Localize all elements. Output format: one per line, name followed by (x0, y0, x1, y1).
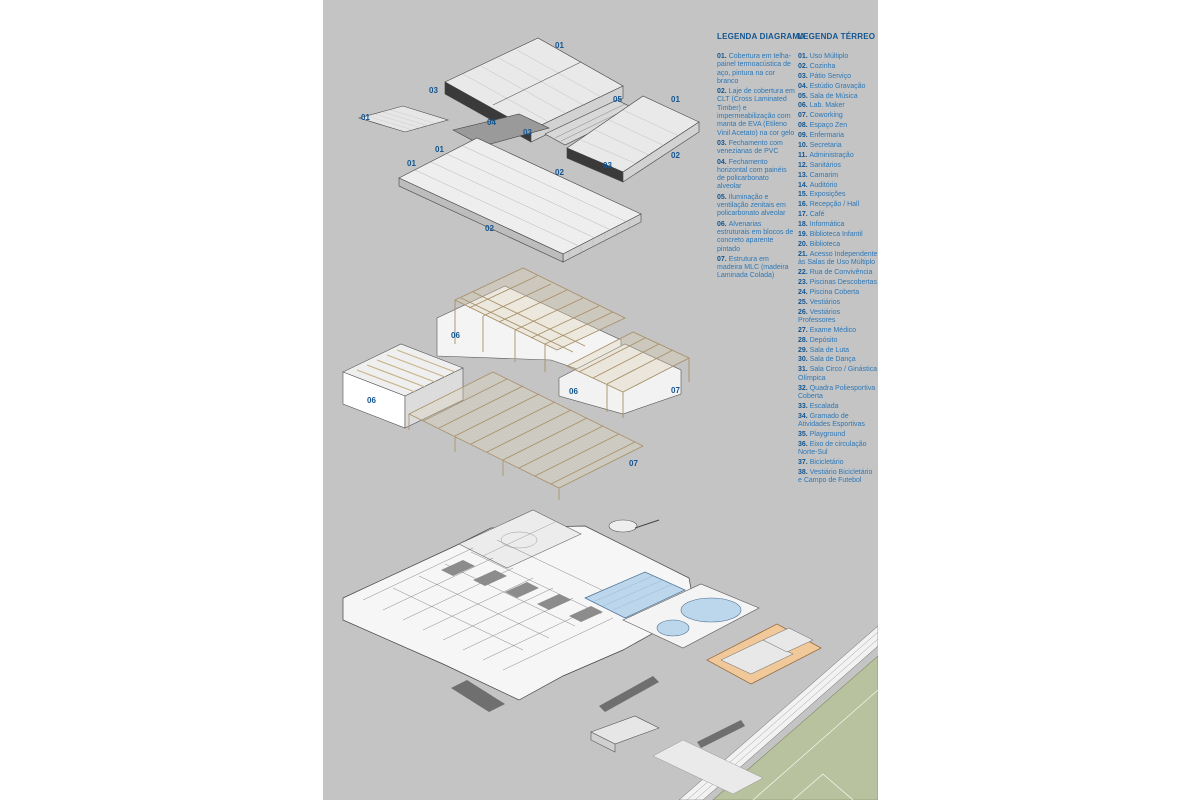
legend-terreo-item: 11.Administração (798, 151, 854, 159)
mlc-timber-frame-upper (453, 267, 627, 372)
legend-terreo-item: 13.Camarim (798, 171, 839, 179)
legend-diagram-item: 02.Laje de cobertura em CLT (Cross Lamin… (717, 88, 795, 137)
legend-terreo-item: 10.Secretaria (798, 142, 842, 150)
legend-terreo-item: 21.Acesso Independente às Salas de Uso M… (798, 250, 878, 267)
legend-terreo-item: 35.Playground (798, 430, 846, 438)
legend-diagram-item: 03.Fechamento com venezianas de PVC (717, 139, 783, 156)
legend-terreo-item: 06.Lab. Maker (798, 102, 845, 110)
legend-terreo-item: 20.Biblioteca (798, 240, 841, 248)
roof-clt-slab-side (398, 177, 564, 263)
legend-terreo-item: 36.Eixo de circulação Norte-Sul (798, 440, 867, 456)
callout-03-center: 03 (523, 128, 532, 137)
outdoor-pool-small (656, 619, 690, 637)
legend-terreo-item: 03.Pátio Serviço (798, 72, 851, 80)
masonry-box-left-side (404, 367, 464, 429)
legend-terreo-item: 16.Recepção / Hall (798, 201, 860, 209)
legend-terreo-item: 04.Estúdio Gravação (798, 82, 866, 90)
legend-terreo-item: 29.Sala de Luta (798, 346, 850, 354)
legend-terreo-item: 08.Espaço Zen (798, 122, 848, 130)
callout-04-policarbonato: 04 (487, 118, 496, 127)
ground-floor-layer (342, 509, 878, 800)
legend-diagram-item: 01.Cobertura em telha-painel termoacústi… (717, 53, 791, 85)
legend-terreo-item: 25.Vestiários (798, 298, 841, 306)
legend-terreo-item: 31.Sala Circo / Ginástica Olímpica (798, 366, 878, 382)
legend-diagram-item: 07.Estrutura em madeira MLC (madeira Lam… (717, 255, 789, 280)
legend-terreo-item: 09.Enfermaria (798, 132, 844, 140)
legend-terreo-item: 32.Quadra Poliesportiva Coberta (798, 384, 876, 400)
legend-terreo-list: 01.Uso Múltiplo 02.Cozinha 03.Pátio Serv… (798, 53, 878, 485)
outdoor-pool-large (680, 597, 742, 623)
legend-terreo-item: 30.Sala de Dança (798, 356, 856, 364)
legend-terreo-item: 24.Piscina Coberta (798, 288, 860, 296)
legend-terreo-item: 14.Auditório (798, 181, 838, 189)
callout-02-slab-low: 02 (485, 224, 494, 233)
legend-diagram-item: 05.Iluminação e ventilação zenitais em p… (717, 193, 786, 218)
bike-locker-building-front (590, 731, 616, 753)
callout-01-roof-right: 01 (671, 95, 680, 104)
legend-terreo-item: 05.Sala de Música (798, 92, 858, 100)
legend-diagram-list: 01.Cobertura em telha-painel termoacústi… (717, 53, 795, 281)
legend-terreo-item: 12.Sanitários (798, 161, 841, 169)
legend-terreo-item: 02.Cozinha (798, 62, 836, 70)
roof-block-right-front (622, 121, 700, 183)
legend-terreo-item: 26.Vestiários Professores (798, 308, 841, 324)
callout-07-frame-right: 07 (671, 386, 680, 395)
legend-terreo-item: 28.Depósito (798, 336, 838, 344)
callout-06-wall-right: 06 (569, 387, 578, 396)
football-field (712, 655, 878, 800)
legend-terreo-title: LEGENDA TÉRREO (798, 32, 876, 41)
callout-05-skylight: 05 (613, 95, 622, 104)
roof-block-left-front (530, 85, 624, 143)
drawing-sheet: 01 03 01 05 01 04 03 01 02 01 03 02 02 0… (323, 0, 878, 800)
mlc-timber-grid-lower (408, 371, 644, 500)
callout-06-wall-upper: 06 (451, 331, 460, 340)
callout-02-slab-mid: 02 (555, 168, 564, 177)
roof-slab-small (357, 105, 450, 133)
legend-terreo-item: 34.Gramado de Atividades Esportivas (798, 412, 865, 428)
legend-terreo-item: 23.Piscinas Descobertas (798, 278, 878, 286)
callout-01-slab-left: 01 (435, 145, 444, 154)
legend-terreo-item: 37.Bicicletário (798, 458, 844, 466)
covered-pool (584, 571, 686, 619)
callout-01-roof-left: 01 (555, 41, 564, 50)
callout-03-roof-left: 03 (429, 86, 438, 95)
exploded-axonometric-drawing: 01 03 01 05 01 04 03 01 02 01 03 02 02 0… (342, 37, 878, 800)
legend-diagram-title: LEGENDA DIAGRAMA (717, 32, 806, 41)
callout-03-roof-right: 03 (603, 161, 612, 170)
mlc-timber-frame-right (565, 331, 691, 418)
legend-terreo-item: 33.Escalada (798, 402, 839, 410)
structure-layer (342, 267, 691, 500)
callout-07-grid-lower: 07 (629, 459, 638, 468)
legend-terreo-item: 38.Vestiário Bicicletário e Campo de Fut… (798, 468, 873, 485)
legend-terreo-item: 01.Uso Múltiplo (798, 53, 849, 60)
legend-terreo-item: 15.Exposições (798, 191, 846, 199)
callout-06-box-left: 06 (367, 396, 376, 405)
legend-diagram: LEGENDA DIAGRAMA 01.Cobertura em telha-p… (717, 32, 806, 283)
legend-terreo-item: 27.Exame Médico (798, 326, 857, 334)
circular-water-tank (608, 519, 638, 533)
legend-terreo-item: 19.Biblioteca Infantil (798, 231, 863, 239)
legend-terreo-item: 17.Café (798, 211, 825, 219)
legend-terreo: LEGENDA TÉRREO 01.Uso Múltiplo 02.Cozinh… (798, 32, 878, 487)
legend-diagram-item: 06.Alvenarias estruturais em blocos de c… (717, 220, 794, 253)
legend-terreo-item: 18.Informática (798, 221, 845, 229)
roof-layer (357, 37, 700, 263)
callout-01-slab-edge: 01 (407, 159, 416, 168)
legend-diagram-item: 04.Fechamento horizontal com painéis de … (717, 158, 787, 191)
north-south-axis-road (678, 625, 878, 800)
callout-01-small-slab: 01 (361, 113, 370, 122)
callout-02-roof-right: 02 (671, 151, 680, 160)
legend-terreo-item: 22.Rua de Convivência (798, 269, 873, 276)
covered-sports-court (458, 509, 582, 569)
legend-terreo-item: 07.Coworking (798, 112, 843, 120)
